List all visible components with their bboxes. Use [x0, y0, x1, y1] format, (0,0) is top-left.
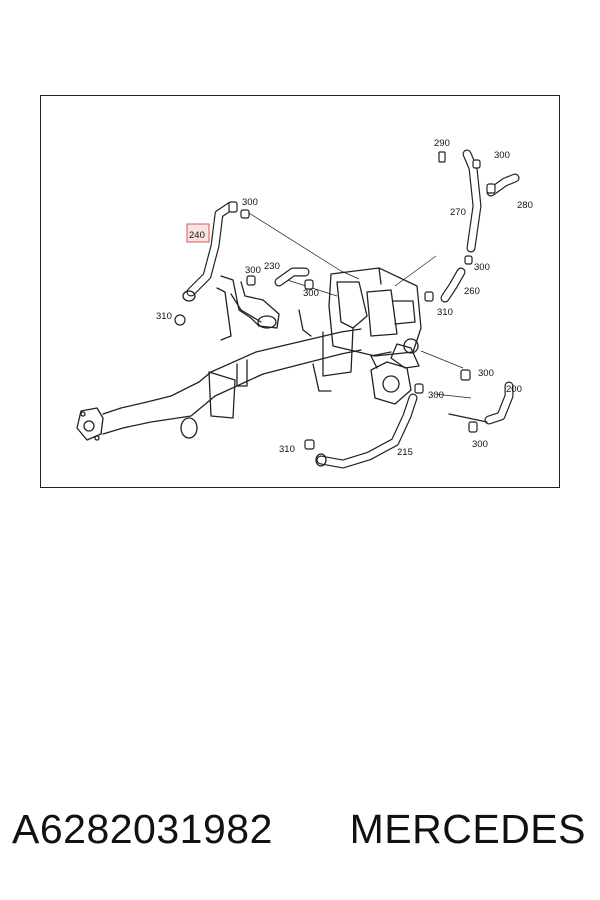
- callout-300: 300: [474, 262, 490, 273]
- hoses: [182, 149, 520, 469]
- callout-310: 310: [437, 307, 453, 318]
- brand-name: MERCEDES: [349, 806, 586, 852]
- egr-cooler: [76, 327, 362, 441]
- bracket-pipe: [216, 275, 312, 341]
- callout-300: 300: [303, 288, 319, 299]
- callout-300: 300: [494, 150, 510, 161]
- part-number: A6282031982: [12, 806, 273, 852]
- callout-260: 260: [464, 286, 480, 297]
- callout-215: 215: [397, 447, 413, 458]
- callout-290: 290: [434, 138, 450, 149]
- callout-300: 300: [428, 390, 444, 401]
- callout-310: 310: [156, 311, 172, 322]
- hose-clamps: [174, 151, 496, 450]
- callout-300: 300: [242, 197, 258, 208]
- callout-300: 300: [245, 265, 261, 276]
- callout-300: 300: [478, 368, 494, 379]
- highlight-box: [186, 223, 210, 243]
- egr-valve-body: [328, 267, 422, 405]
- callout-240: 240: [189, 230, 205, 241]
- exploded-parts-diagram: 290 300 300 240 280 270 300 230 300 300 …: [76, 138, 533, 469]
- diagram-frame: 290 300 300 240 280 270 300 230 300 300 …: [40, 95, 560, 488]
- callout-200: 200: [506, 384, 522, 395]
- callout-280: 280: [517, 200, 533, 211]
- callout-270: 270: [450, 207, 466, 218]
- callout-labels: 290 300 300 240 280 270 300 230 300 300 …: [156, 138, 533, 458]
- callout-230: 230: [264, 261, 280, 272]
- callout-300: 300: [472, 439, 488, 450]
- callout-310: 310: [279, 444, 295, 455]
- leader-lines: [248, 212, 472, 399]
